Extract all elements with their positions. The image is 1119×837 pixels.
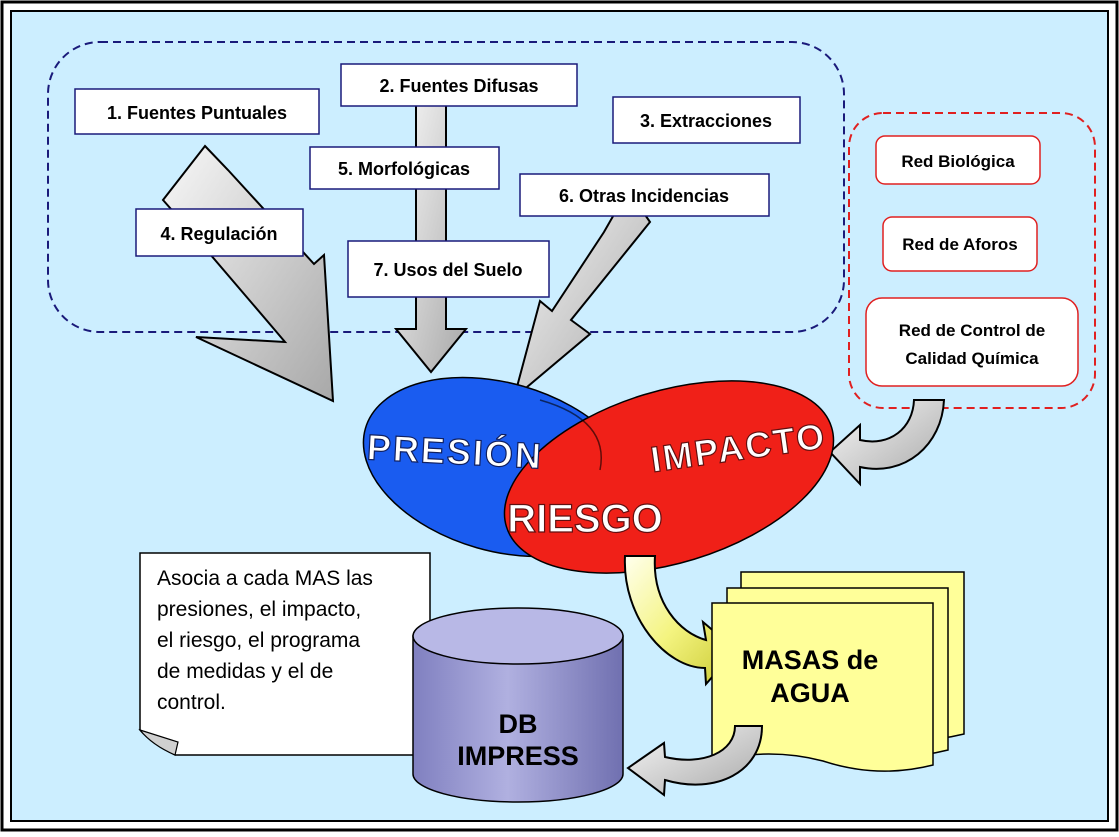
- network-label-chemical-2: Calidad Química: [905, 349, 1039, 368]
- network-label-biological: Red Biológica: [901, 152, 1015, 171]
- pressure-box-5: [309, 146, 500, 190]
- arrow-masas-to-db: [626, 725, 764, 797]
- db-label-2: IMPRESS: [457, 741, 579, 771]
- network-label-chemical-1: Red de Control de: [899, 321, 1045, 340]
- pressure-box-7: [347, 240, 550, 298]
- network-box-chemical: [865, 297, 1079, 387]
- db-cylinder-body: [412, 635, 624, 803]
- db-cylinder-top: [412, 607, 624, 665]
- pressure-label-1: 1. Fuentes Puntuales: [107, 103, 287, 123]
- masas-label-1: MASAS de: [742, 645, 879, 675]
- note-line-1: Asocia a cada MAS las: [157, 567, 373, 590]
- arrow-difusas-to-presion: [393, 103, 469, 374]
- ellipse-overlap-edge: [539, 399, 602, 471]
- note-curl: [138, 728, 179, 756]
- ellipse-impacto: [503, 380, 835, 574]
- note-line-2: presiones, el impacto,: [157, 598, 361, 621]
- pressure-box-6: [519, 173, 770, 217]
- network-label-gauging: Red de Aforos: [902, 235, 1018, 254]
- pressure-box-3: [612, 96, 801, 144]
- label-riesgo: RIESGO: [507, 497, 663, 541]
- pressures-group: [47, 41, 845, 333]
- db-label-1: DB: [499, 709, 538, 739]
- arrow-networks-to-impacto: [828, 399, 946, 487]
- masas-label-2: AGUA: [770, 678, 850, 708]
- pressure-label-6: 6. Otras Incidencias: [559, 186, 729, 206]
- note-text: Asocia a cada MAS las presiones, el impa…: [157, 567, 373, 714]
- note-line-4: de medidas y el de: [157, 660, 333, 683]
- pressure-label-5: 5. Morfológicas: [338, 159, 470, 179]
- note-line-3: el riesgo, el programa: [157, 629, 360, 652]
- pressure-label-4: 4. Regulación: [160, 224, 277, 244]
- network-box-gauging: [882, 216, 1038, 272]
- pressure-box-4: [135, 208, 304, 257]
- network-box-biological: [875, 135, 1041, 185]
- pressure-label-7: 7. Usos del Suelo: [373, 260, 522, 280]
- pressure-label-3: 3. Extracciones: [640, 111, 772, 131]
- pressure-box-1: [74, 88, 320, 135]
- pressure-box-2: [340, 63, 578, 107]
- note-line-5: control.: [157, 691, 226, 714]
- pressure-label-2: 2. Fuentes Difusas: [379, 76, 538, 96]
- networks-group: [848, 112, 1096, 409]
- label-presion: PRESIÓN: [366, 425, 544, 476]
